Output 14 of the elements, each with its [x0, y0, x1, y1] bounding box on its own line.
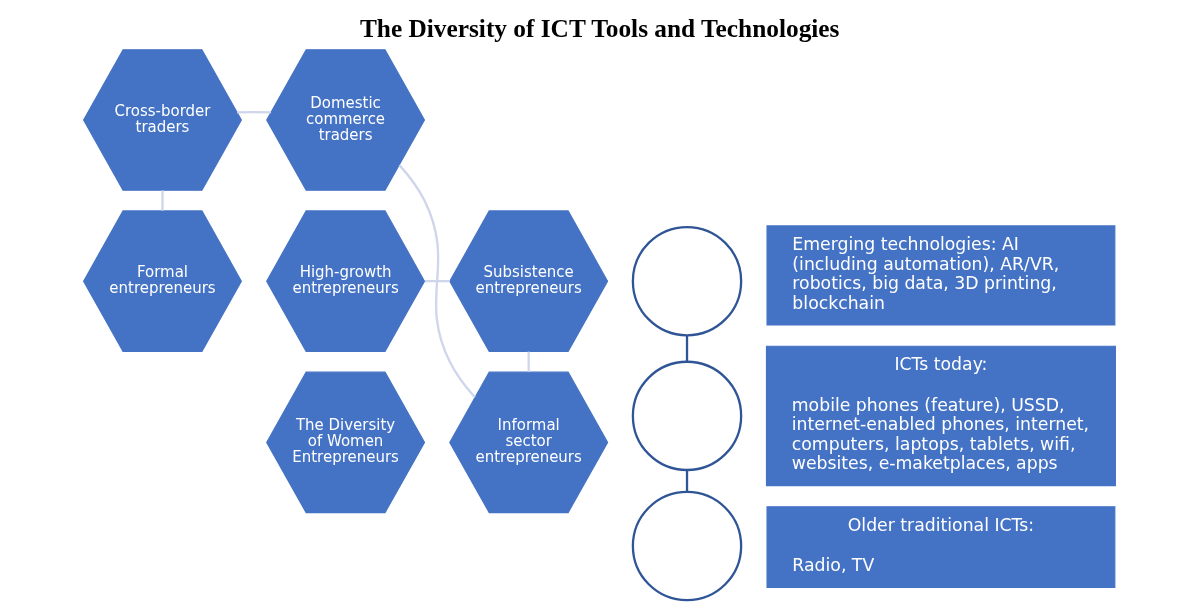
node-circle	[631, 490, 743, 602]
connector	[161, 190, 164, 211]
node-box: Emerging technologies: AI (including automation), AR/VR, robotics, big data, 3D printing, blockchain	[766, 225, 1116, 326]
node-box: Older traditional ICTs: Radio, TV	[766, 506, 1116, 589]
connector	[398, 164, 476, 398]
node-circle	[631, 360, 743, 472]
connector	[425, 280, 450, 283]
node-circle	[631, 225, 743, 337]
connector	[685, 335, 689, 362]
node-box: ICTs today: mobile phones (feature), USSD, internet-enabled phones, internet, computers, laptops, tablets, wifi, websites, e-maketplaces, apps	[765, 345, 1116, 487]
connector	[685, 470, 689, 492]
connector	[237, 111, 271, 114]
diagram-title: The Diversity of ICT Tools and Technologies	[359, 13, 840, 42]
connector	[527, 351, 530, 372]
